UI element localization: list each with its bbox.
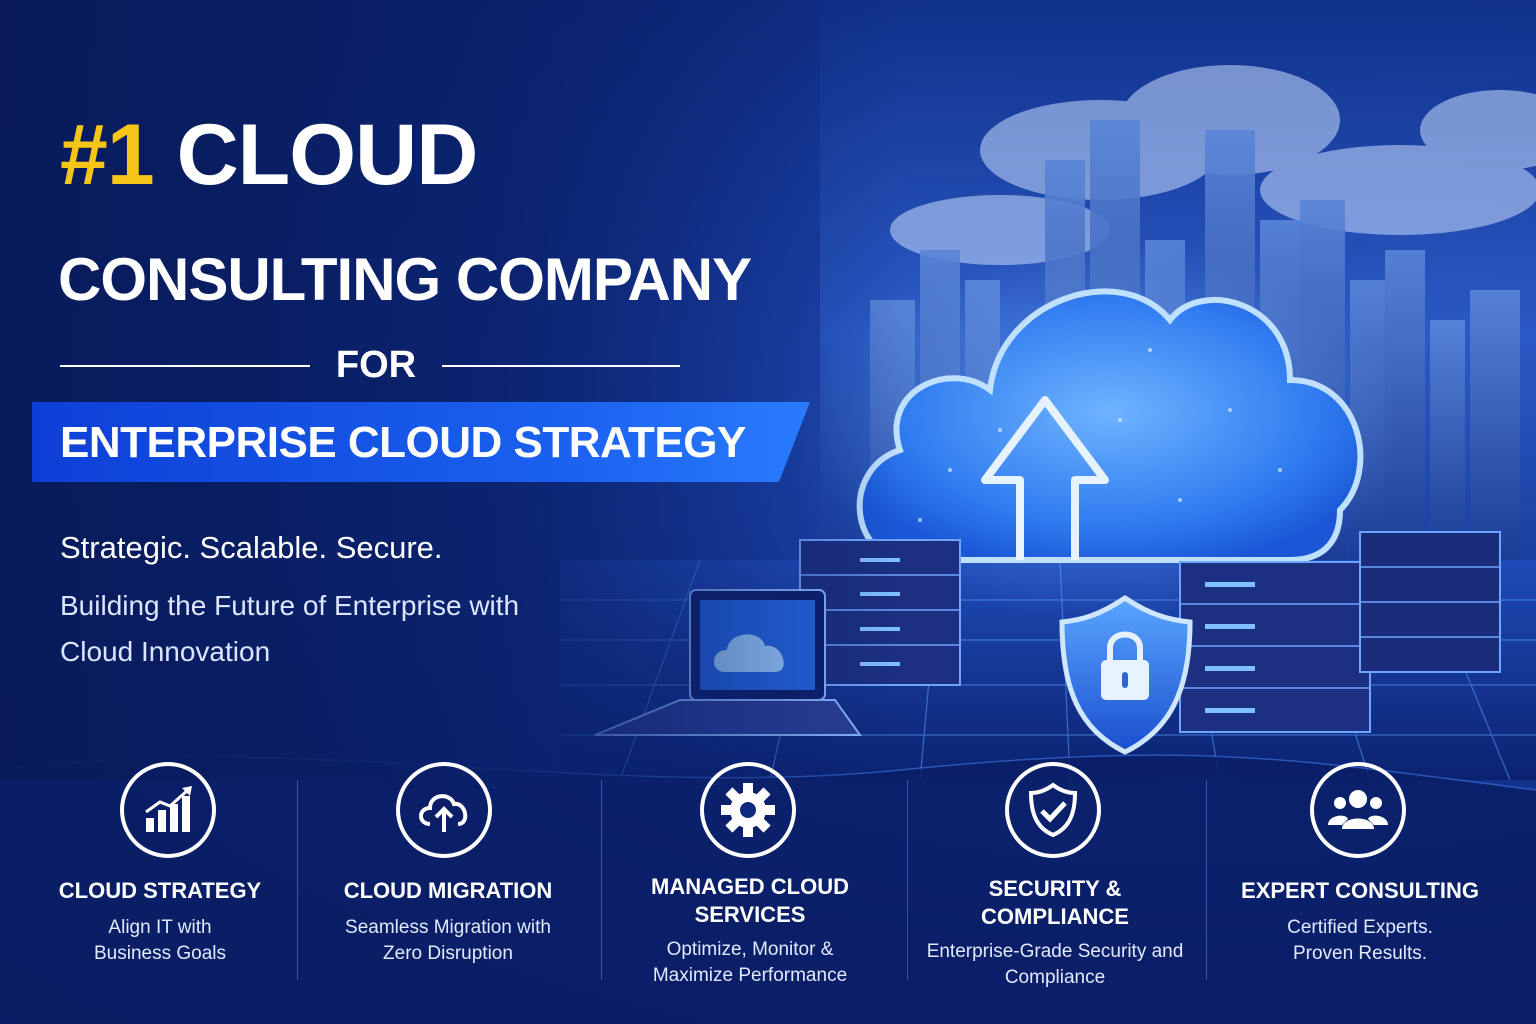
service-cloud-migration: CLOUD MIGRATION Seamless Migration with … [298, 755, 598, 1024]
ribbon-banner [32, 402, 810, 482]
services-row: CLOUD STRATEGY Align IT with Business Go… [0, 755, 1536, 1024]
ribbon-text: ENTERPRISE CLOUD STRATEGY [60, 418, 746, 467]
description: Building the Future of Enterprise with C… [60, 590, 520, 667]
tagline: Strategic. Scalable. Secure. [60, 530, 443, 565]
service-divider [1206, 780, 1207, 980]
server-rack [1179, 531, 1501, 733]
divider-line [442, 365, 680, 367]
service-divider [601, 780, 602, 980]
connector-row: FOR [60, 345, 680, 385]
growth-chart-icon [120, 762, 216, 858]
service-title: EXPERT CONSULTING [1241, 878, 1479, 903]
service-body: Certified Experts. Proven Results. [1287, 917, 1433, 964]
service-expert-consulting: EXPERT CONSULTING Certified Experts. Pro… [1207, 755, 1513, 1024]
service-body: Optimize, Monitor & Maximize Performance [652, 939, 848, 986]
shield-check-icon [1005, 762, 1101, 858]
service-divider [297, 780, 298, 980]
service-security: SECURITY & COMPLIANCE Enterprise-Grade S… [905, 755, 1205, 1024]
headline-accent: #1 [60, 107, 155, 203]
service-title: SECURITY & COMPLIANCE [981, 876, 1129, 929]
subheadline: CONSULTING COMPANY [58, 246, 752, 313]
shield-lock-icon [1059, 594, 1193, 755]
service-title: MANAGED CLOUD SERVICES [651, 874, 849, 927]
service-body: Align IT with Business Goals [93, 917, 226, 964]
team-icon [1310, 762, 1406, 858]
divider-line [60, 365, 310, 367]
gear-icon [700, 762, 796, 858]
service-body: Seamless Migration with Zero Disruption [345, 917, 551, 964]
headline-main: CLOUD [176, 107, 479, 203]
service-managed-cloud: MANAGED CLOUD SERVICES Optimize, Monitor… [600, 755, 900, 1024]
service-title: CLOUD MIGRATION [343, 878, 553, 903]
service-divider [907, 780, 908, 980]
headline: #1 CLOUD [60, 112, 478, 198]
service-title: CLOUD STRATEGY [58, 878, 262, 903]
cloud-upload-icon [396, 762, 492, 858]
text-backdrop [0, 0, 900, 780]
service-cloud-strategy: CLOUD STRATEGY Align IT with Business Go… [10, 755, 310, 1024]
service-body: Enterprise-Grade Security and Compliance [926, 941, 1184, 988]
connector-word: FOR [335, 344, 417, 386]
